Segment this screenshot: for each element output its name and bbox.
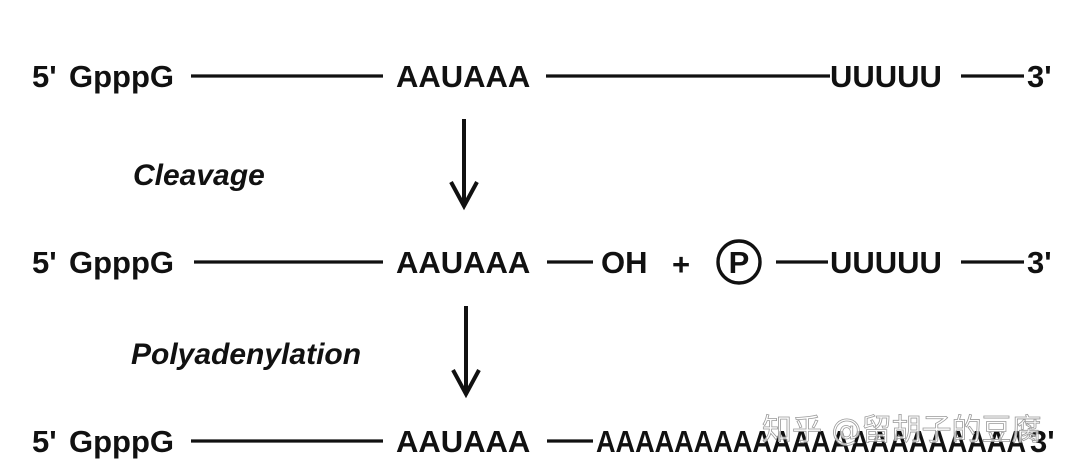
hydroxyl-label: OH	[601, 245, 648, 280]
poly-a-tail-label: AAAAAAAAAAAAAAAAAAAAAA	[596, 424, 1026, 459]
cleavage-step: Cleavage	[133, 119, 479, 211]
five-prime-label: 5'	[32, 424, 57, 459]
phosphate-circle	[716, 239, 762, 285]
phosphate-symbol: P	[716, 239, 762, 285]
signal-label: AAUAAA	[396, 59, 530, 94]
three-prime-label: 3'	[1030, 424, 1055, 459]
plus-label: +	[672, 247, 690, 282]
mature-mrna-row: 5' GpppG AAUAAA AAAAAAAAAAAAAAAAAAAAAA 3…	[32, 424, 1055, 459]
three-prime-label: 3'	[1027, 245, 1052, 280]
cleavage-label: Cleavage	[133, 159, 265, 192]
polyadenylation-label: Polyadenylation	[131, 338, 361, 371]
cleaved-row: 5' GpppG AAUAAA OH + P UUUUU 3'	[32, 239, 1052, 285]
five-prime-label: 5'	[32, 245, 57, 280]
watermark: 知乎 @留胡子的豆腐	[762, 413, 1042, 448]
signal-label: AAUAAA	[396, 245, 530, 280]
three-prime-label: 3'	[1027, 59, 1052, 94]
phosphate-label: P	[729, 245, 750, 280]
u-tract-label: UUUUU	[830, 59, 942, 94]
down-arrow-icon	[451, 306, 481, 399]
premrna-row: 5' GpppG AAUAAA UUUUU 3'	[32, 59, 1052, 94]
cap-label: GpppG	[69, 424, 174, 459]
five-prime-label: 5'	[32, 59, 57, 94]
u-tract-label: UUUUU	[830, 245, 942, 280]
cap-label: GpppG	[69, 59, 174, 94]
polyadenylation-step: Polyadenylation	[131, 306, 481, 399]
cap-label: GpppG	[69, 245, 174, 280]
down-arrow-icon	[449, 119, 479, 211]
signal-label: AAUAAA	[396, 424, 530, 459]
